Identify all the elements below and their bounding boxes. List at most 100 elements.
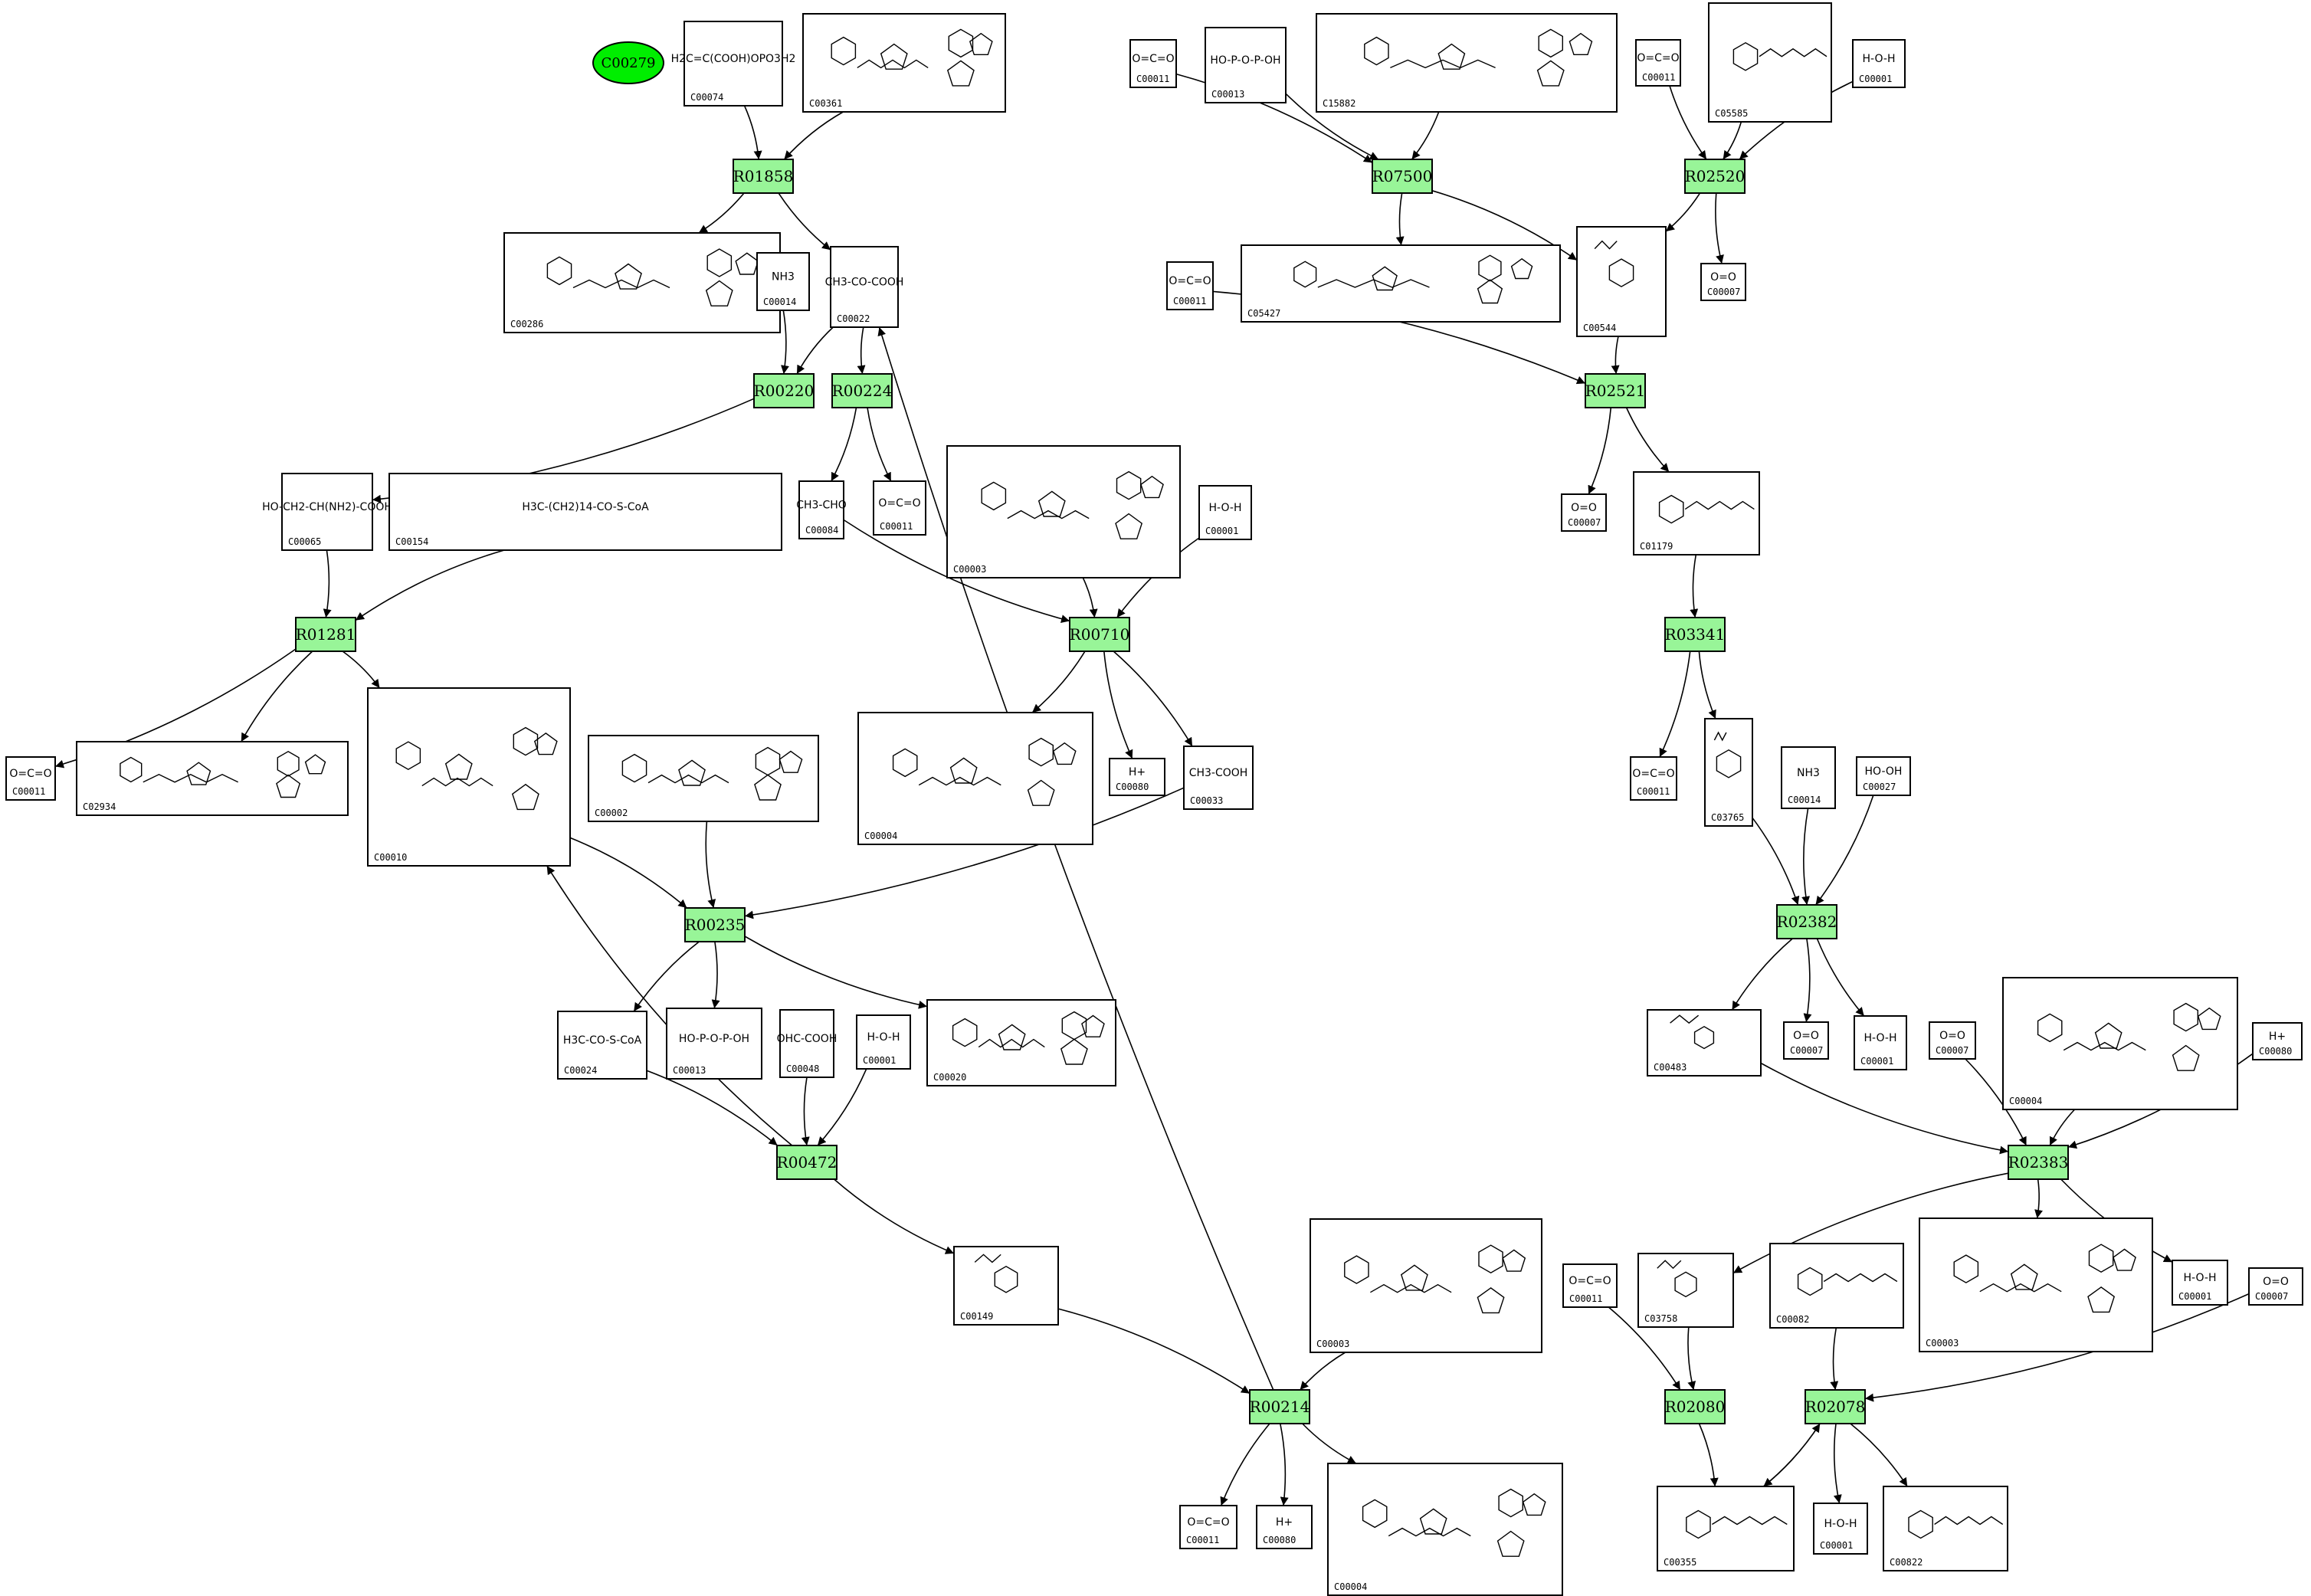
compound-box[interactable] (1109, 758, 1165, 796)
compound-box[interactable] (1708, 2, 1832, 123)
reaction-box[interactable] (1585, 373, 1646, 408)
reaction-box[interactable] (1805, 1389, 1866, 1424)
compound-box[interactable] (76, 741, 349, 816)
compound-box[interactable] (1205, 27, 1287, 103)
compound-c00003[interactable]: C00003 (946, 445, 1181, 578)
reaction-r07500[interactable]: R07500 (1372, 159, 1433, 194)
compound-box[interactable] (557, 1011, 647, 1080)
compound-box[interactable] (1562, 1263, 1618, 1308)
reaction-r00710[interactable]: R00710 (1069, 617, 1130, 652)
compound-c05585[interactable]: C05585 (1708, 2, 1832, 123)
reaction-box[interactable] (1776, 904, 1837, 939)
compound-box[interactable] (1657, 1486, 1795, 1571)
compound-box[interactable] (873, 480, 926, 536)
reaction-box[interactable] (1664, 1389, 1726, 1424)
compound-c00361[interactable]: C00361 (802, 13, 1006, 113)
reaction-r00220[interactable]: R00220 (753, 373, 815, 408)
compound-box[interactable] (779, 1009, 834, 1078)
compound-box[interactable] (1576, 226, 1667, 337)
compound-box[interactable] (1919, 1217, 2153, 1352)
compound-c00003[interactable]: C00003 (1919, 1217, 2153, 1352)
reaction-r02520[interactable]: R02520 (1684, 159, 1746, 194)
compound-box[interactable] (1561, 493, 1607, 532)
reaction-r00235[interactable]: R00235 (684, 907, 746, 942)
reaction-r01858[interactable]: R01858 (733, 159, 794, 194)
compound-box[interactable] (1852, 39, 1906, 88)
reaction-r00224[interactable]: R00224 (831, 373, 893, 408)
reaction-box[interactable] (1372, 159, 1433, 194)
compound-box[interactable] (1129, 39, 1177, 88)
reaction-box[interactable] (1664, 617, 1726, 652)
compound-box[interactable] (798, 480, 844, 539)
compound-c00080[interactable]: H+C00080 (2252, 1022, 2303, 1060)
compound-box[interactable] (1630, 756, 1677, 801)
reaction-box[interactable] (776, 1145, 838, 1180)
compound-box[interactable] (588, 735, 819, 822)
compound-box[interactable] (2002, 977, 2238, 1110)
reaction-r02383[interactable]: R02383 (2008, 1145, 2069, 1180)
reaction-r02382[interactable]: R02382 (1776, 904, 1837, 939)
compound-box[interactable] (2252, 1022, 2303, 1060)
compound-c00020[interactable]: C00020 (926, 999, 1116, 1086)
compound-box[interactable] (1929, 1021, 1976, 1060)
reaction-box[interactable] (684, 907, 746, 942)
compound-box[interactable] (281, 473, 373, 551)
compound-box[interactable] (1637, 1253, 1734, 1328)
compound-box[interactable] (946, 445, 1181, 578)
compound-c02934[interactable]: C02934 (76, 741, 349, 816)
compound-box[interactable] (1179, 1505, 1237, 1549)
reaction-box[interactable] (1069, 617, 1130, 652)
compound-c15882[interactable]: C15882 (1316, 13, 1618, 113)
compound-c00002[interactable]: C00002 (588, 735, 819, 822)
reaction-box[interactable] (295, 617, 356, 652)
reaction-r02078[interactable]: R02078 (1805, 1389, 1866, 1424)
compound-box[interactable] (1635, 39, 1681, 87)
compound-box[interactable] (2248, 1267, 2303, 1306)
compound-box[interactable] (857, 712, 1093, 845)
compound-c00082[interactable]: C00082 (1769, 1243, 1904, 1329)
compound-box[interactable] (1883, 1486, 2008, 1571)
compound-box[interactable] (1856, 756, 1911, 796)
reaction-box[interactable] (733, 159, 794, 194)
compound-c01179[interactable]: C01179 (1633, 471, 1760, 555)
compound-c05427[interactable]: C05427 (1241, 244, 1561, 323)
compound-box[interactable] (1256, 1505, 1313, 1549)
compound-box[interactable] (856, 1014, 911, 1070)
compound-c03765[interactable]: C03765 (1704, 718, 1753, 827)
compound-box[interactable] (683, 21, 783, 107)
compound-box[interactable] (1704, 718, 1753, 827)
compound-box[interactable] (1813, 1503, 1868, 1555)
compound-c00004[interactable]: C00004 (857, 712, 1093, 845)
reaction-r00472[interactable]: R00472 (776, 1145, 838, 1180)
compound-box[interactable] (1316, 13, 1618, 113)
compound-c00544[interactable]: C00544 (1576, 226, 1667, 337)
compound-box[interactable] (2172, 1260, 2228, 1306)
reaction-r01281[interactable]: R01281 (295, 617, 356, 652)
